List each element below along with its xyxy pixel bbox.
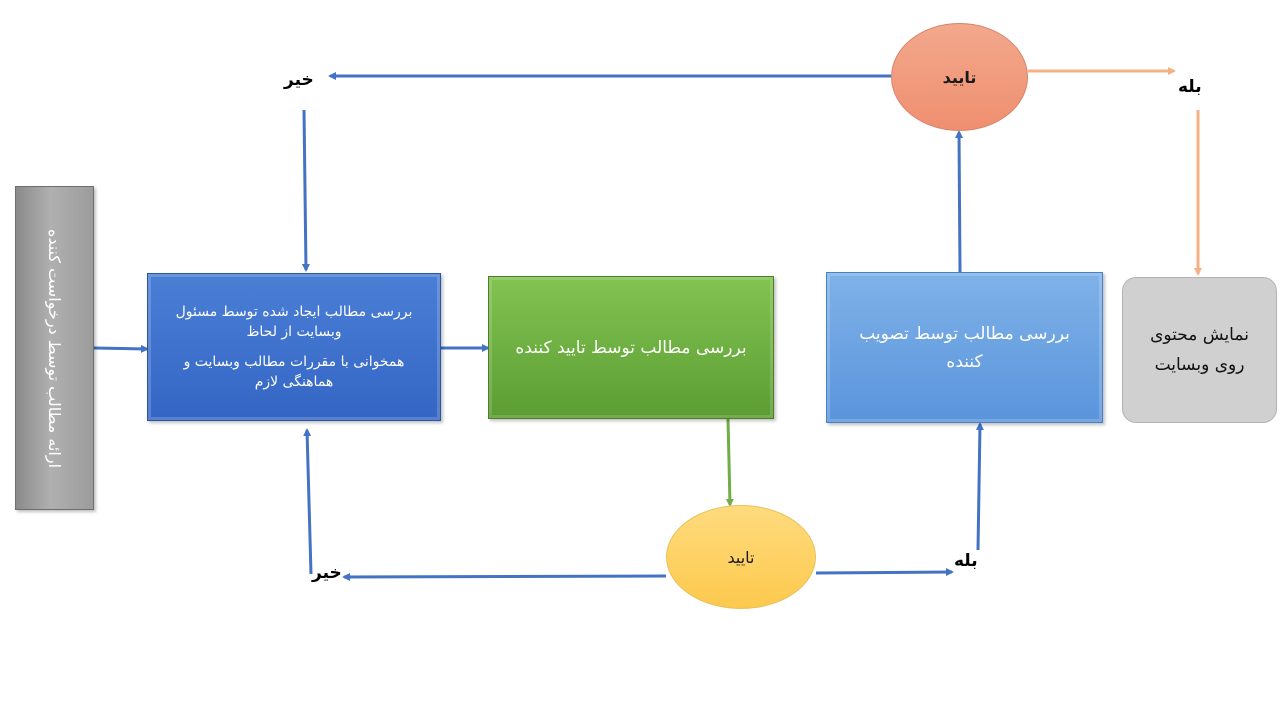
arrow-no-bottom-to-review-admin	[303, 428, 313, 575]
review-ratifier-line-2: کننده	[946, 351, 983, 372]
review-approver-box: بررسی مطالب توسط تایید کننده	[488, 276, 774, 419]
arrow-decision-bottom-to-yes	[815, 568, 954, 577]
decision-approve-top-label: تایید	[942, 67, 977, 87]
decision-approve-top: تایید	[891, 23, 1028, 131]
label-no-top: خیر	[284, 70, 314, 90]
display-line-1: نمایش محتوی	[1150, 325, 1249, 345]
arrow-yes-bottom-to-ratifier	[975, 422, 984, 551]
review-approver-label: بررسی مطالب توسط تایید کننده	[515, 337, 747, 358]
review-admin-line-3: همخوانی با مقررات مطالب وبسایت و	[183, 354, 405, 370]
display-content-box: نمایش محتوی روی وبسایت	[1122, 277, 1277, 423]
requester-box: ارائه مطالب توسط درخواست کننده	[15, 186, 94, 510]
arrow-requester-to-review-admin	[93, 344, 149, 353]
label-no-bottom: خیر	[312, 563, 342, 583]
review-ratifier-line-1: بررسی مطالب توسط تصویب	[859, 323, 1070, 344]
review-ratifier-box: بررسی مطالب توسط تصویب کننده	[826, 272, 1103, 423]
label-yes-top: بله	[1178, 77, 1202, 97]
arrow-decision-bottom-to-no	[342, 572, 667, 581]
review-admin-line-1: بررسی مطالب ایجاد شده توسط مسئول	[175, 304, 413, 320]
review-admin-box: بررسی مطالب ایجاد شده توسط مسئول وبسایت …	[147, 273, 441, 421]
display-line-2: روی وبسایت	[1154, 355, 1245, 375]
label-yes-bottom: بله	[954, 551, 978, 571]
arrow-ratifier-to-decision-top	[955, 130, 964, 273]
requester-label: ارائه مطالب توسط درخواست کننده	[45, 228, 64, 468]
review-admin-line-2: وبسایت از لحاظ	[246, 324, 342, 340]
arrow-no-top-to-review-admin	[301, 109, 310, 272]
decision-approve-bottom-label: تایید	[727, 547, 755, 567]
review-admin-line-4: هماهنگی لازم	[254, 374, 334, 390]
arrow-approver-to-decision-bottom	[725, 418, 734, 507]
decision-approve-bottom: تایید	[666, 505, 816, 609]
